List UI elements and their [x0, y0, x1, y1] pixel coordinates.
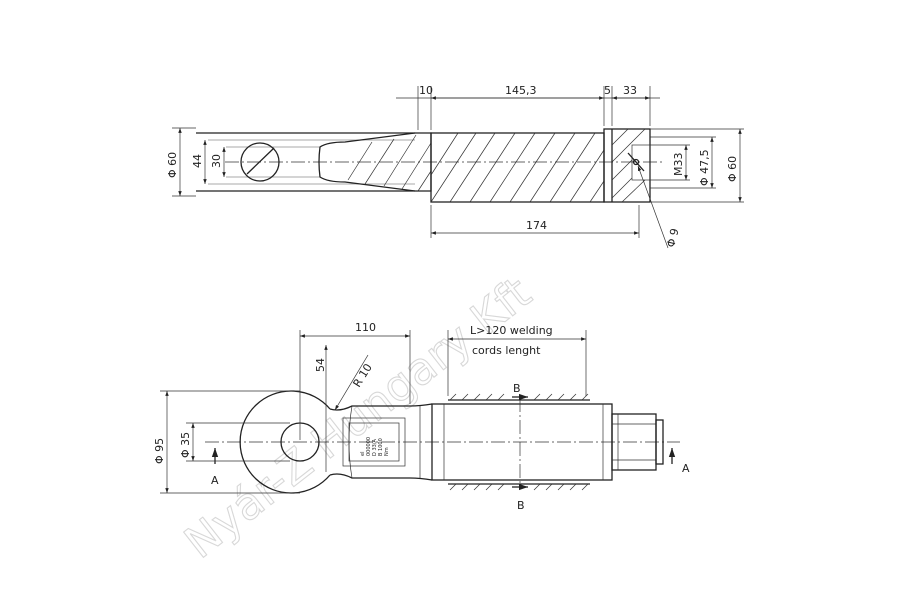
bottom-view: el 000000 D 33/A B 1000 Nm [153, 321, 690, 512]
svg-text:Nm: Nm [384, 447, 390, 456]
weld-wall-lower-hatch [449, 483, 589, 491]
marking-plate-inner [348, 422, 400, 462]
bottom-eye-outline [239, 390, 331, 494]
dim-welding-label-line2: cords lenght [472, 344, 541, 357]
dim-dia35-label: Φ 35 [179, 432, 192, 458]
top-eye-hole [240, 142, 280, 182]
top-nut-section [603, 128, 651, 203]
top-nut-hatch [611, 128, 646, 203]
svg-text:000000: 000000 [366, 437, 372, 456]
dim-dia9-label: Φ 9 [664, 227, 681, 249]
dim-110-label: 110 [355, 321, 376, 334]
top-body-hatch [430, 132, 605, 203]
dim-dia60-left-label: Φ 60 [166, 152, 179, 178]
dim-dia95-label: Φ 95 [153, 438, 166, 464]
section-b-bottom-label: B [517, 499, 525, 512]
dim-44-label: 44 [191, 154, 204, 168]
top-neck-section [318, 132, 432, 192]
top-neck-hatch [347, 134, 432, 192]
top-pin-hole [632, 158, 640, 166]
dim-dia47-label: Φ 47,5 [698, 149, 711, 186]
section-b-top-label: B [513, 382, 521, 395]
bottom-neck-lower [329, 473, 433, 481]
svg-text:el: el [360, 452, 366, 456]
dim-54-label: 54 [314, 358, 327, 372]
dim-10-label: 10 [419, 84, 433, 97]
svg-text:B 1000: B 1000 [378, 438, 384, 456]
dim-r10-leader [334, 354, 369, 411]
marking-plate [342, 417, 406, 467]
dim-dia9-leader [637, 165, 669, 249]
svg-text:D 33/A: D 33/A [372, 439, 378, 456]
dim-30-label: 30 [210, 154, 223, 168]
dim-welding-label-line1: L>120 welding [470, 324, 553, 337]
marking-plate-text: el 000000 D 33/A B 1000 Nm [360, 437, 390, 456]
dim-174-label: 174 [526, 219, 547, 232]
dim-dia60-right-label: Φ 60 [726, 156, 739, 182]
section-a-left-label: A [211, 474, 219, 487]
weld-wall-upper-hatch [449, 393, 589, 401]
top-thread-bore [631, 144, 651, 181]
bottom-thread-end [655, 419, 664, 465]
dim-m33-label: M33 [672, 153, 685, 177]
dim-145-label: 145,3 [505, 84, 537, 97]
top-eye-hole-section-line [246, 147, 275, 175]
dim-5-label: 5 [604, 84, 611, 97]
top-view: 10 145,3 5 33 174 Φ 60 44 30 M33 Φ 47,5 … [166, 84, 744, 249]
top-pin-line [627, 152, 645, 172]
dim-33-label: 33 [623, 84, 637, 97]
section-a-right-label: A [682, 462, 690, 475]
